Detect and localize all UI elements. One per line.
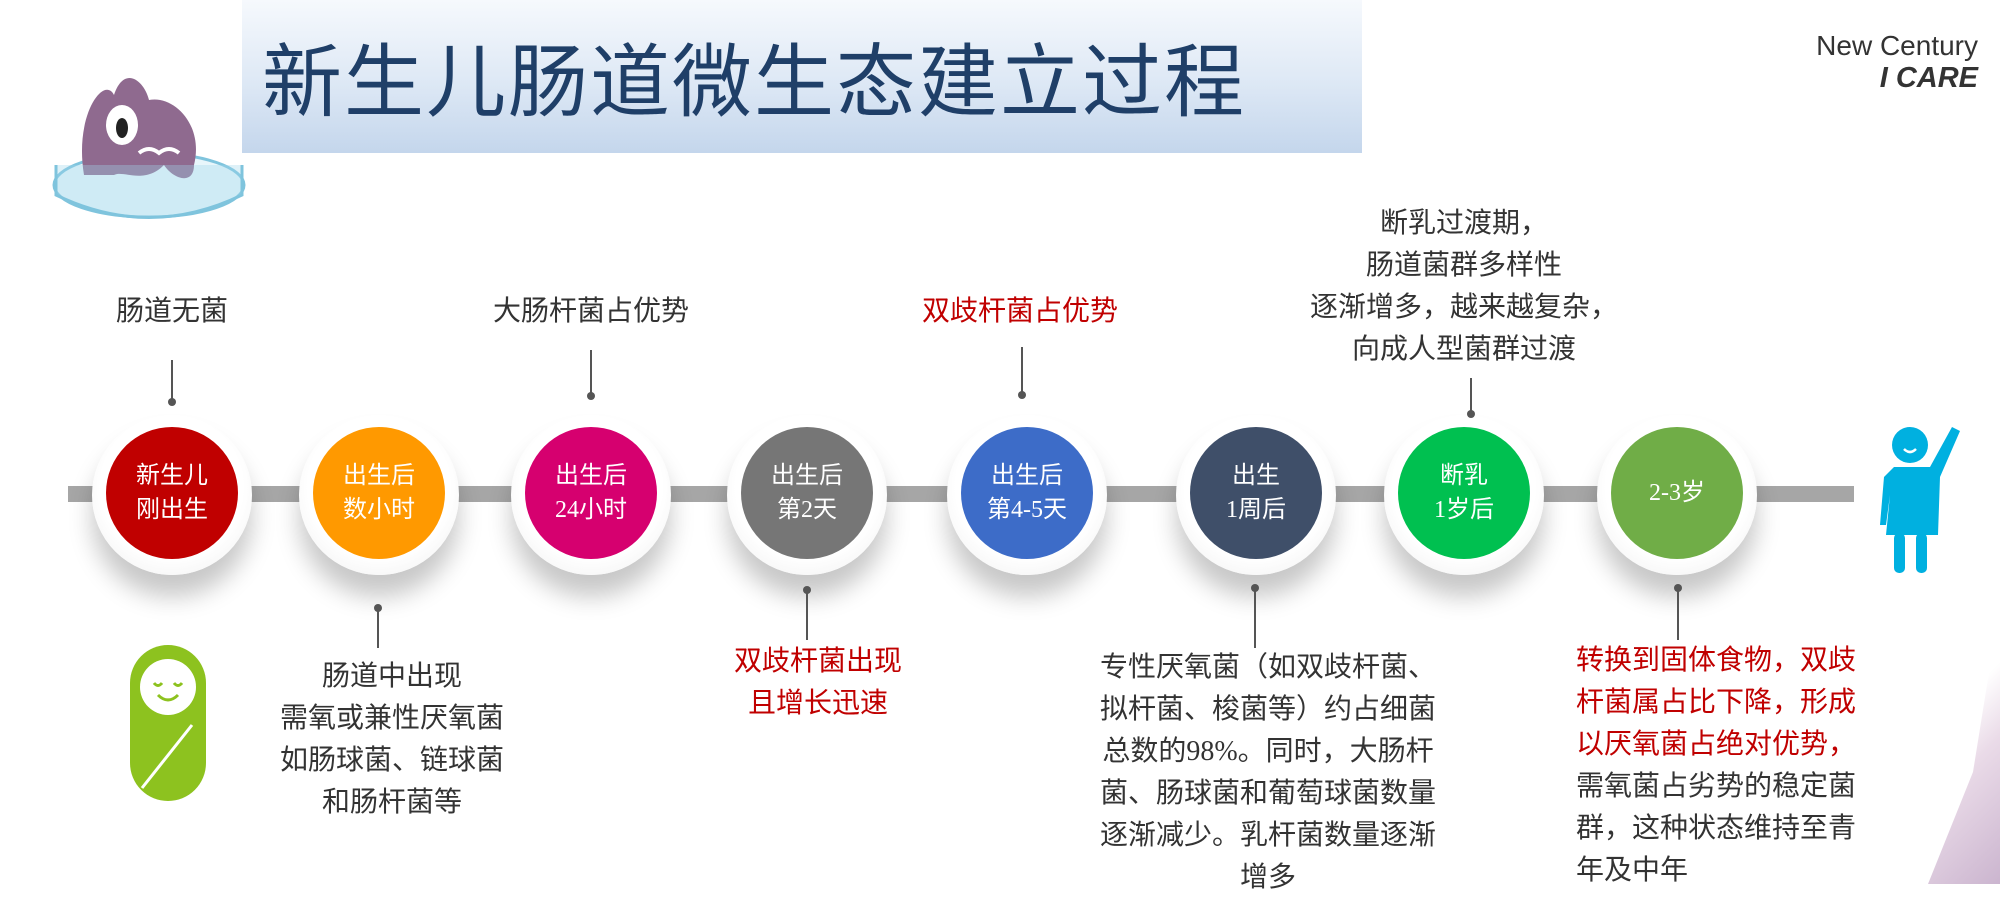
stage-label: 出生后 24小时 — [525, 427, 657, 559]
stage-label: 2-3岁 — [1611, 427, 1743, 559]
stage-node-8: 2-3岁 — [1597, 415, 1757, 575]
stage-label: 断乳 1岁后 — [1398, 427, 1530, 559]
note-stage-6: 专性厌氧菌（如双歧杆菌、 拟杆菌、梭菌等）约占细菌 总数的98%。同时，大肠杆 … — [1100, 647, 1436, 899]
note-line: 双歧杆菌出现 — [733, 646, 903, 677]
connector — [374, 604, 382, 648]
connector — [1251, 584, 1259, 648]
stage-label: 新生儿 刚出生 — [106, 427, 238, 559]
note-line: 断乳过渡期， — [1379, 208, 1549, 239]
connector — [803, 586, 811, 640]
note-line: 肠道菌群多样性 — [1365, 250, 1563, 281]
note-line: 且增长迅速 — [747, 688, 889, 719]
note-line: 需氧或兼性厌氧菌 — [279, 703, 505, 734]
connector — [1018, 347, 1026, 399]
note-line: 菌、肠球菌和葡萄球菌数量 — [1099, 778, 1437, 809]
note-line: 群，这种状态维持至青 — [1575, 813, 1857, 844]
note-stage-1: 肠道无菌 — [115, 296, 229, 327]
stage-node-5: 出生后 第4-5天 — [947, 415, 1107, 575]
bacteria-mascot-icon — [52, 78, 246, 219]
stage-node-6: 出生 1周后 — [1176, 415, 1336, 575]
note-line: 和肠杆菌等 — [321, 787, 463, 818]
stage-label: 出生后 数小时 — [313, 427, 445, 559]
page-title: 新生儿肠道微生态建立过程 — [262, 40, 1246, 128]
stage-node-3: 出生后 24小时 — [511, 415, 671, 575]
connector — [1674, 584, 1682, 640]
title-banner — [242, 0, 1362, 153]
connector — [1467, 378, 1475, 418]
note-line: 以厌氧菌占绝对优势， — [1575, 729, 1857, 760]
connector — [168, 360, 176, 406]
note-line: 拟杆菌、梭菌等）约占细菌 — [1099, 694, 1437, 725]
stage-node-1: 新生儿 刚出生 — [92, 415, 252, 575]
note-line: 需氧菌占劣势的稳定菌 — [1575, 771, 1857, 802]
logo-line1: New Century — [1816, 30, 1978, 61]
stage-label: 出生后 第4-5天 — [961, 427, 1093, 559]
note-line: 肠道中出现 — [321, 661, 463, 692]
note-line: 逐渐增多，越来越复杂， — [1309, 292, 1619, 323]
connector — [587, 350, 595, 400]
swaddled-baby-icon — [130, 645, 206, 801]
note-line: 年及中年 — [1575, 855, 1689, 886]
note-line: 专性厌氧菌（如双歧杆菌、 — [1099, 652, 1437, 683]
brand-logo: New Century I CARE — [1816, 30, 1978, 95]
note-stage-4: 双歧杆菌出现 且增长迅速 — [734, 641, 902, 725]
note-stage-3: 大肠杆菌占优势 — [492, 296, 690, 327]
stage-label: 出生后 第2天 — [741, 427, 873, 559]
note-line: 杆菌属占比下降，形成 — [1575, 687, 1857, 718]
note-stage-2: 肠道中出现 需氧或兼性厌氧菌 如肠球菌、链球菌 和肠杆菌等 — [280, 656, 504, 824]
stage-label: 出生 1周后 — [1190, 427, 1322, 559]
note-stage-8: 转换到固体食物，双歧 杆菌属占比下降，形成 以厌氧菌占绝对优势， 需氧菌占劣势的… — [1576, 640, 1856, 892]
child-waving-icon — [1880, 427, 1960, 573]
note-line: 转换到固体食物，双歧 — [1575, 645, 1857, 676]
note-line: 总数的98%。同时，大肠杆 — [1102, 736, 1434, 767]
logo-line2: I CARE — [1879, 62, 1978, 94]
stage-node-4: 出生后 第2天 — [727, 415, 887, 575]
note-stage-7: 断乳过渡期， 肠道菌群多样性 逐渐增多，越来越复杂， 向成人型菌群过渡 — [1310, 203, 1618, 371]
stage-node-7: 断乳 1岁后 — [1384, 415, 1544, 575]
note-line: 向成人型菌群过渡 — [1351, 334, 1577, 365]
note-line: 如肠球菌、链球菌 — [279, 745, 505, 776]
decorative-corner — [1928, 604, 2000, 884]
note-line: 增多 — [1239, 862, 1297, 893]
stage-node-2: 出生后 数小时 — [299, 415, 459, 575]
note-line: 逐渐减少。乳杆菌数量逐渐 — [1099, 820, 1437, 851]
note-stage-5: 双歧杆菌占优势 — [921, 296, 1119, 327]
